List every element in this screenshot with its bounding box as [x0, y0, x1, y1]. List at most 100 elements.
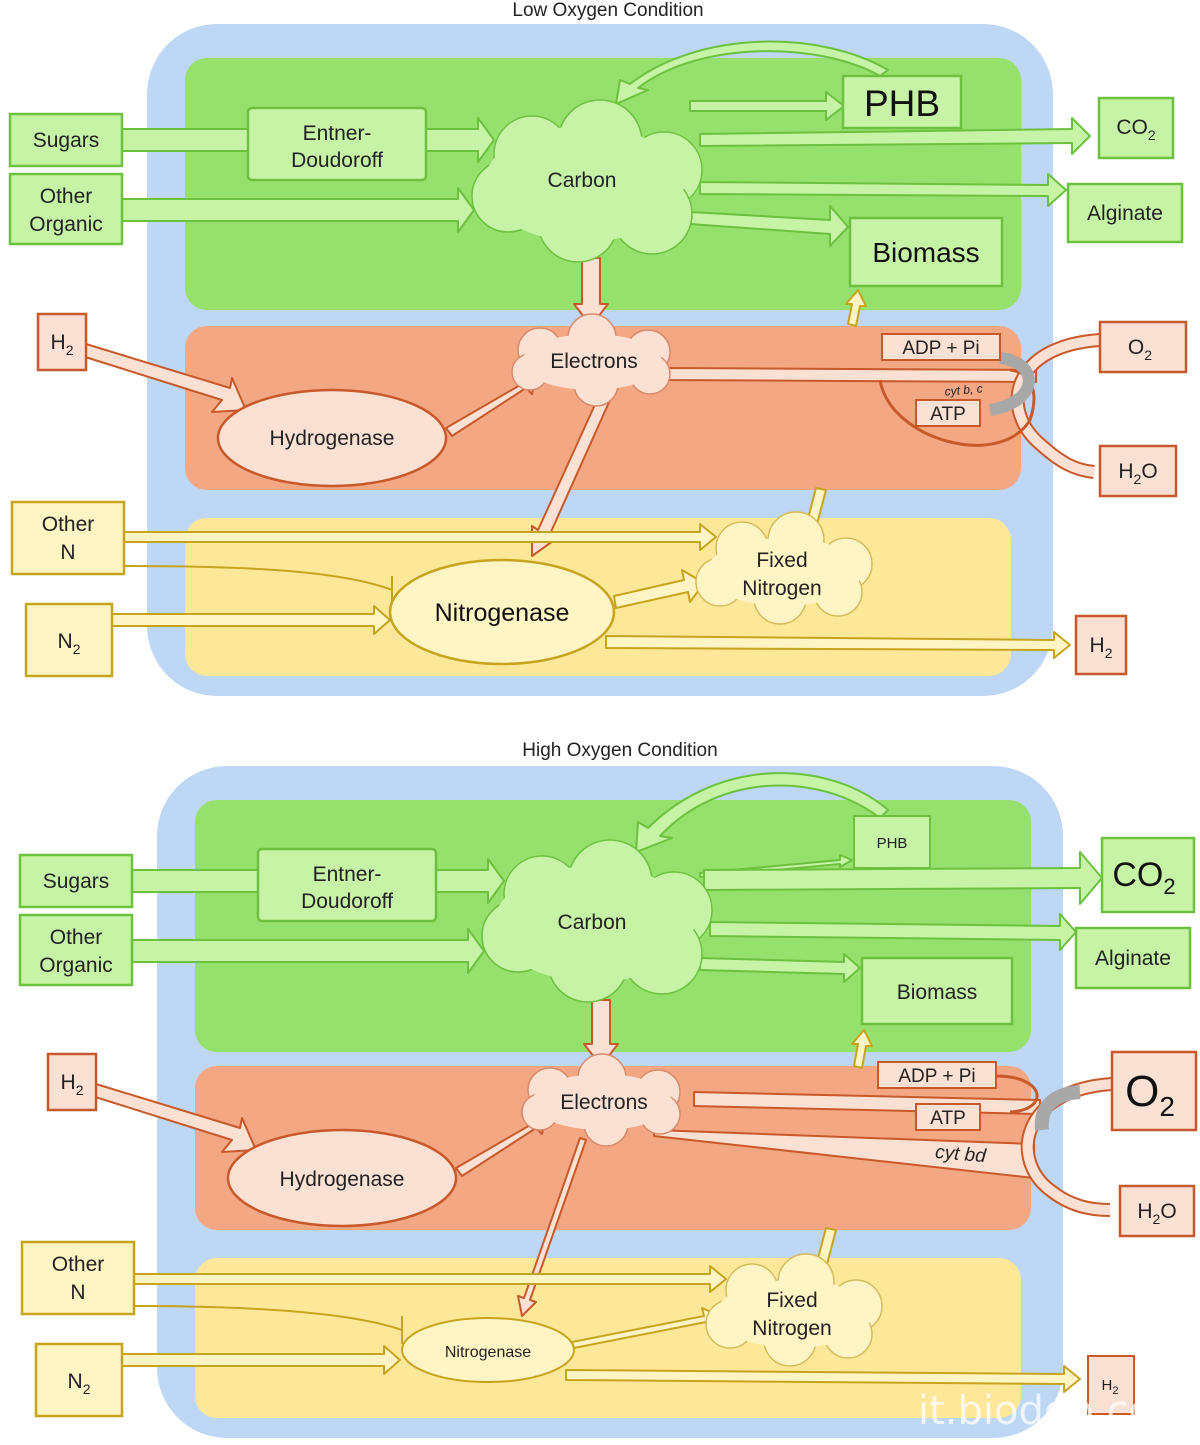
svg-text:Doudoroff: Doudoroff [301, 890, 393, 913]
arrow-carbon-alginate [699, 173, 1067, 207]
svg-text:Biomass: Biomass [872, 237, 979, 268]
svg-text:ADP + Pi: ADP + Pi [898, 1066, 975, 1087]
output-biomass: Biomass [848, 216, 1004, 288]
svg-text:H2: H2 [1090, 634, 1113, 661]
node-fixed-nitrogen: Fixed Nitrogen [705, 1253, 883, 1367]
process-hydrogenase: Hydrogenase [216, 388, 448, 488]
svg-text:Fixed: Fixed [766, 1289, 817, 1312]
output-co2: CO2 [1100, 836, 1196, 914]
node-fixed-nitrogen: Fixed Nitrogen [695, 511, 873, 625]
input-h2: H2 [46, 1052, 98, 1112]
arrow-othern-fixed [123, 523, 717, 551]
arrow-organic-carbon [121, 187, 475, 233]
svg-text:O2: O2 [1128, 336, 1152, 363]
arrow-carbon-biomass [699, 953, 861, 983]
svg-text:Entner-: Entner- [313, 863, 382, 886]
process-entner-doudoroff: Entner- Doudoroff [246, 106, 428, 182]
cyt-label: cyt bd [934, 1142, 988, 1167]
svg-text:Alginate: Alginate [1087, 202, 1163, 225]
output-phb: PHB [853, 815, 931, 869]
arrow-othern-fixed [133, 1265, 727, 1293]
process-nitrogenase: Nitrogenase [388, 558, 616, 666]
svg-text:Alginate: Alginate [1095, 947, 1171, 970]
input-n2: N2 [34, 1342, 124, 1418]
svg-text:Electrons: Electrons [550, 350, 638, 373]
svg-text:Carbon: Carbon [548, 169, 617, 192]
node-electrons: Electrons [511, 313, 671, 407]
svg-text:Biomass: Biomass [897, 981, 978, 1004]
arrow-entner-carbon [425, 117, 495, 163]
svg-text:N: N [60, 541, 75, 564]
arrow-fixed-biomass [851, 1029, 873, 1069]
arrow-electrons-nitrogenase [531, 397, 611, 557]
svg-text:H2: H2 [51, 331, 74, 358]
atp-loop [995, 1074, 1039, 1114]
svg-text:ATP: ATP [930, 404, 966, 425]
node-carbon: Carbon [471, 99, 703, 263]
arrow-othern-nitrogenase [133, 1305, 403, 1331]
svg-text:Carbon: Carbon [558, 911, 627, 934]
svg-text:Nitrogen: Nitrogen [742, 577, 821, 600]
input-other-organic: Other Organic [8, 172, 124, 246]
arrow-carbon-alginate [709, 913, 1077, 951]
panel-title: Low Oxygen Condition [512, 0, 703, 21]
atp-label: ATP [915, 399, 981, 427]
output-h2: H2 [1087, 1355, 1135, 1415]
output-h2o: H2O [1118, 1184, 1196, 1238]
svg-text:PHB: PHB [864, 83, 940, 124]
arrow-phb-carbon [635, 772, 889, 853]
arrow-nitrogenase-h2 [565, 1365, 1081, 1393]
adp-label: ADP + Pi [881, 333, 1001, 361]
watermark: it.biodep.com [918, 1388, 1192, 1434]
atp-label: ATP [915, 1103, 981, 1131]
svg-text:Organic: Organic [39, 954, 113, 977]
svg-text:H2: H2 [61, 1071, 84, 1098]
input-h2: H2 [36, 312, 88, 372]
arrow-n2-nitrogenase [121, 1345, 401, 1375]
output-alginate: Alginate [1074, 926, 1192, 990]
cyt-label: cyt b, c [944, 381, 983, 398]
arrow-organic-carbon [131, 928, 485, 974]
svg-text:Organic: Organic [29, 213, 103, 236]
arrow-othern-nitrogenase [123, 565, 393, 591]
adp-label: ADP + Pi [877, 1061, 997, 1089]
arrow-nitrogenase-h2 [605, 631, 1071, 659]
input-other-n: Other N [10, 500, 126, 576]
input-sugars: Sugars [8, 112, 124, 168]
svg-text:CO2: CO2 [1112, 856, 1175, 899]
output-alginate: Alginate [1066, 182, 1184, 244]
svg-text:H2: H2 [1102, 1377, 1119, 1397]
svg-text:O2: O2 [1125, 1067, 1175, 1122]
arrow-nitrogenase-fixed [613, 569, 705, 609]
process-nitrogenase: Nitrogenase [401, 1317, 575, 1383]
svg-text:Hydrogenase: Hydrogenase [270, 427, 395, 450]
svg-text:Nitrogenase: Nitrogenase [445, 1344, 531, 1361]
svg-text:ADP + Pi: ADP + Pi [902, 338, 979, 359]
input-sugars: Sugars [18, 853, 134, 909]
arrow-carbon-biomass [689, 205, 849, 247]
output-biomass: Biomass [860, 956, 1014, 1026]
arrow-h2-hydrogenase [81, 343, 247, 413]
arrow-electrons-nitrogenase [517, 1137, 587, 1317]
arrow-carbon-phb [689, 91, 845, 121]
output-phb: PHB [841, 74, 963, 130]
input-n2: N2 [24, 602, 114, 678]
input-other-organic: Other Organic [18, 913, 134, 987]
input-o2: O2 [1110, 1050, 1198, 1132]
svg-text:Other: Other [50, 926, 103, 949]
svg-text:H2O: H2O [1118, 460, 1157, 487]
svg-text:Other: Other [42, 513, 95, 536]
arrow-electrons-atp [663, 367, 1037, 383]
arrow-carbon-co2 [703, 851, 1103, 905]
svg-text:N2: N2 [68, 1370, 91, 1397]
svg-text:Other: Other [52, 1253, 105, 1276]
svg-text:PHB: PHB [877, 835, 908, 852]
output-co2: CO2 [1097, 96, 1175, 160]
svg-text:Sugars: Sugars [33, 129, 100, 152]
svg-text:Hydrogenase: Hydrogenase [280, 1168, 405, 1191]
svg-text:H2O: H2O [1137, 1200, 1176, 1227]
output-h2o: H2O [1098, 444, 1178, 498]
svg-text:Nitrogen: Nitrogen [752, 1317, 831, 1340]
svg-text:Sugars: Sugars [43, 870, 110, 893]
